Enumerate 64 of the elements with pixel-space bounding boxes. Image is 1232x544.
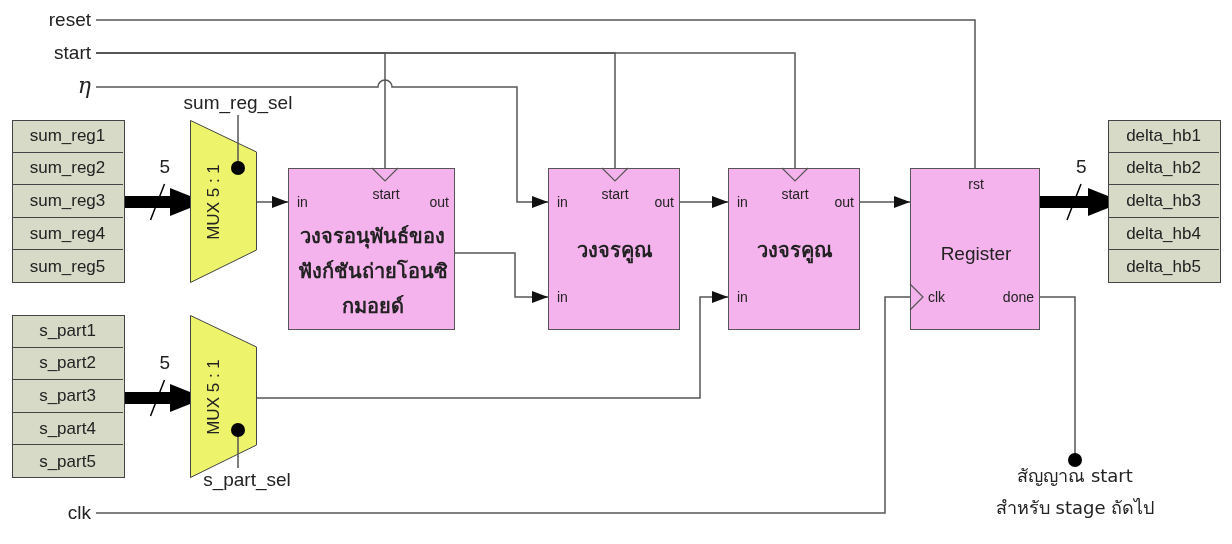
signal-line — [1039, 296, 1082, 467]
port-label: clk — [928, 288, 946, 306]
register-cell: delta_hb1 — [1108, 120, 1219, 153]
block-title: Register — [939, 242, 1013, 266]
port-label: rst — [968, 175, 984, 193]
arrow — [95, 52, 809, 182]
port-label: out — [834, 193, 854, 211]
register-cell: s_part2 — [12, 347, 123, 381]
arrow — [679, 196, 729, 208]
circuit-block — [288, 168, 455, 330]
port-label: out — [429, 193, 449, 211]
block-title: วงจรอนุพันธ์ของฟังก์ชันถ่ายโอนซิกมอยด์ — [296, 223, 449, 320]
block-title: วงจรคูณ — [576, 237, 654, 266]
mux-label: MUX 5 : 1 — [204, 164, 224, 240]
arrow — [256, 196, 289, 208]
register-cell: delta_hb2 — [1108, 152, 1219, 186]
signal-caption: สัญญาณ start สำหรับ stage ถัดไป — [962, 460, 1188, 524]
port-label: in — [737, 193, 748, 211]
register-cell: s_part5 — [12, 445, 123, 478]
circuit-block — [548, 168, 680, 330]
signal-label: clk — [30, 501, 96, 525]
port-label: in — [557, 288, 568, 306]
register-stack — [12, 315, 125, 478]
port-label: done — [1002, 288, 1034, 306]
signal-label: start — [30, 41, 96, 65]
register-cell: s_part4 — [12, 412, 123, 446]
port-label: start — [372, 185, 400, 203]
port-label: in — [557, 193, 568, 211]
signal-label: reset — [30, 8, 96, 32]
signal-label: sum_reg_sel — [163, 91, 313, 115]
register-stack — [1108, 120, 1221, 283]
port-label: start — [781, 185, 809, 203]
register-cell: delta_hb4 — [1108, 217, 1219, 251]
arrow — [859, 196, 911, 208]
port-label: in — [297, 193, 308, 211]
register-cell: delta_hb3 — [1108, 185, 1219, 218]
register-stack — [12, 120, 125, 283]
signal-label: s_part_sel — [172, 468, 322, 492]
edge-label: 5 — [1076, 156, 1087, 178]
register-cell: sum_reg3 — [12, 185, 123, 218]
register-cell: sum_reg1 — [12, 120, 123, 153]
signal-line — [95, 19, 976, 169]
register-cell: sum_reg5 — [12, 250, 123, 283]
signal-line — [231, 114, 245, 175]
register-cell: sum_reg4 — [12, 217, 123, 251]
arrow — [95, 79, 549, 208]
register-cell: s_part3 — [12, 380, 123, 413]
port-label: start — [601, 185, 629, 203]
edge-label: 5 — [159, 352, 171, 374]
port-label: in — [737, 288, 748, 306]
port-label: out — [654, 193, 674, 211]
arrow — [454, 252, 549, 303]
block-title: วงจรคูณ — [756, 237, 834, 266]
arrow — [256, 291, 729, 399]
register-cell: delta_hb5 — [1108, 250, 1219, 283]
edge-label: 5 — [159, 156, 171, 178]
register-cell: s_part1 — [12, 315, 123, 348]
signal-label: η — [30, 74, 96, 98]
circuit-block — [728, 168, 860, 330]
mux-label: MUX 5 : 1 — [204, 359, 224, 435]
circuit-block — [910, 168, 1040, 330]
arrow — [95, 283, 924, 514]
multiplexer — [190, 120, 257, 283]
register-cell: sum_reg2 — [12, 152, 123, 186]
